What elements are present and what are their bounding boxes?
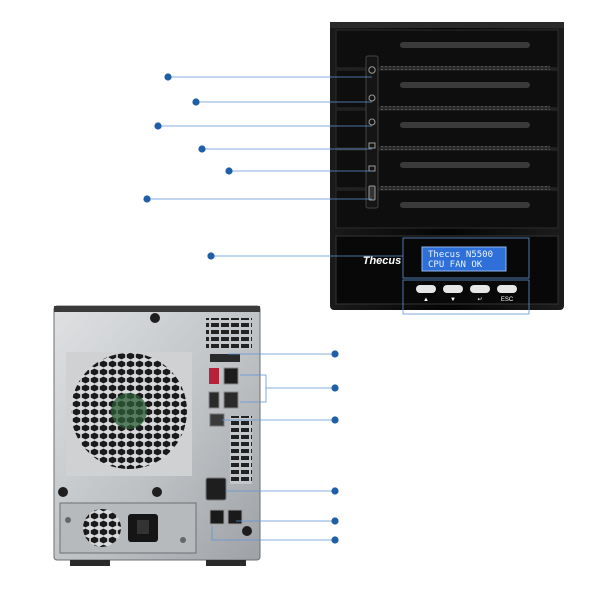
back-callout-dots xyxy=(331,350,339,544)
screw-left xyxy=(58,487,68,497)
esata-port[interactable] xyxy=(210,354,240,362)
led-strip-panel xyxy=(365,55,379,209)
front-top-edge xyxy=(330,22,564,28)
screw-middle xyxy=(152,487,162,497)
lcd-module: Thecus Thecus N5500 CPU FAN OK ▲ ▼ ↵ ESC xyxy=(335,235,559,305)
power-icon[interactable] xyxy=(368,66,376,74)
usb-port-2[interactable] xyxy=(208,391,220,409)
usb-port-stack-1[interactable] xyxy=(223,367,239,385)
rear-ports xyxy=(205,354,243,525)
key-enter-label: ↵ xyxy=(477,297,482,303)
cooling-fan xyxy=(66,352,192,476)
lcd-highlight-box xyxy=(402,237,530,279)
foot-right xyxy=(206,560,246,566)
lcd-screen xyxy=(421,246,507,272)
back-callout-line-6 xyxy=(211,526,335,541)
key-esc-label: ESC xyxy=(501,297,514,303)
bay-4-slot xyxy=(400,162,530,168)
callout-dot-6 xyxy=(143,195,151,203)
psu-screw-2 xyxy=(180,537,186,543)
key-up-button[interactable] xyxy=(416,285,436,293)
power-supply xyxy=(59,502,197,554)
screw-psu-right xyxy=(242,526,252,536)
front-callout-dots xyxy=(143,73,233,260)
front-callouts xyxy=(147,76,403,257)
usb-port-front[interactable] xyxy=(368,185,376,201)
vent-strip-2 xyxy=(380,106,550,110)
vent-strip-1 xyxy=(380,66,550,70)
lan-port-1[interactable] xyxy=(209,509,225,525)
usb-b-port[interactable] xyxy=(209,413,225,427)
callout-dot-7 xyxy=(207,252,215,260)
bay-5-slot xyxy=(400,202,530,208)
back-callout-dot-5 xyxy=(331,517,339,525)
key-enter-button[interactable] xyxy=(470,285,490,293)
vent-strip-4 xyxy=(380,186,550,190)
back-chassis xyxy=(53,305,261,566)
bay-1-slot xyxy=(400,42,530,48)
callout-dot-1 xyxy=(164,73,172,81)
top-vent xyxy=(206,318,252,350)
brand-logo: Thecus xyxy=(363,255,402,267)
front-chassis: Thecus Thecus N5500 CPU FAN OK ▲ ▼ ↵ ESC xyxy=(330,22,564,315)
back-callout-dot-2 xyxy=(331,384,339,392)
psu-screw-1 xyxy=(65,517,71,523)
vent-strip-3 xyxy=(380,146,550,150)
key-down-label: ▼ xyxy=(450,297,456,303)
psu-fan-grill xyxy=(83,509,121,547)
key-esc-button[interactable] xyxy=(497,285,517,293)
lcd-line-2: CPU FAN OK xyxy=(428,260,483,270)
foot-left xyxy=(70,560,110,566)
key-up-label: ▲ xyxy=(423,297,429,303)
bay-2-slot xyxy=(400,82,530,88)
back-callout-dot-3 xyxy=(331,416,339,424)
wan-led-icon xyxy=(368,118,376,126)
side-vent xyxy=(230,416,252,484)
callout-dot-2 xyxy=(192,98,200,106)
back-top-edge xyxy=(54,306,260,312)
usb-port-red[interactable] xyxy=(209,368,219,384)
screw-top xyxy=(150,313,160,323)
lan-port-2[interactable] xyxy=(227,509,243,525)
callout-dot-5 xyxy=(225,167,233,175)
back-callout-dot-6 xyxy=(331,536,339,544)
callout-dot-3 xyxy=(154,122,162,130)
keypad-highlight-box xyxy=(402,279,530,315)
back-callout-dot-1 xyxy=(331,350,339,358)
serial-port[interactable] xyxy=(205,477,227,501)
power-socket-pins xyxy=(137,520,149,534)
callout-dot-4 xyxy=(198,145,206,153)
usb-port-stack-2[interactable] xyxy=(223,391,239,409)
system-led-icon xyxy=(368,94,376,102)
lan-led-icon xyxy=(368,142,376,149)
key-down-button[interactable] xyxy=(443,285,463,293)
back-callout-dot-4 xyxy=(331,487,339,495)
fan-hub xyxy=(111,393,147,429)
back-callouts xyxy=(211,353,335,541)
bay-3-slot xyxy=(400,122,530,128)
usb-bracket xyxy=(240,374,267,403)
front-led-strip xyxy=(365,55,379,209)
lcd-line-1: Thecus N5500 xyxy=(428,250,493,260)
